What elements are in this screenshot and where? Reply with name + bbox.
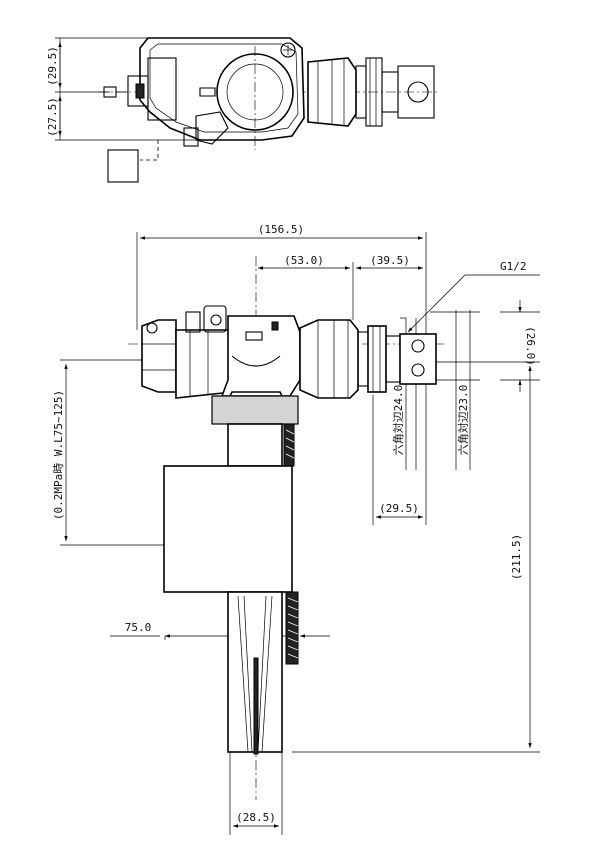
top-housing-inner (149, 43, 299, 133)
center-block (220, 315, 301, 397)
center-to-nut-dim: (53.0) (284, 254, 324, 267)
top-screw (280, 42, 296, 58)
total-height-dim: (211.5) (510, 534, 523, 580)
top-hex-circle (407, 81, 429, 103)
top-inlet-stub (183, 127, 199, 147)
left-top-nozzle (203, 305, 227, 333)
hex-23-dim: 六角対辺23.0 (456, 385, 470, 456)
thread-label: G1/2 (500, 260, 527, 273)
top-small-box (107, 149, 139, 183)
guide-rod (253, 657, 259, 755)
top-lower-dim: (27.5) (46, 97, 59, 137)
stem-collar (211, 395, 299, 425)
adjust-spring (283, 423, 299, 665)
hex-24-dim: 六角対辺24.0 (391, 385, 405, 456)
thread-height-dim: (26.0) (524, 326, 537, 366)
left-body (175, 329, 233, 399)
pressure-note: (0.2MPa時 W.L75~125) (52, 390, 65, 520)
nut-to-end-dim: (39.5) (370, 254, 410, 267)
top-inlet-fitting (195, 111, 229, 145)
flange (367, 325, 387, 393)
tube-dia-dim: (28.5) (236, 811, 276, 824)
top-left-stub (135, 83, 145, 99)
center-slot (245, 331, 263, 341)
front-view: (156.5) (53.0) (39.5) G1/2 (26.0) 六角対辺24… (52, 223, 540, 835)
overall-width-dim: (156.5) (258, 223, 304, 236)
nut-length-dim: (29.5) (379, 502, 419, 515)
top-arm (199, 87, 216, 97)
float (163, 465, 293, 593)
top-mid-block (147, 57, 177, 121)
thread (385, 335, 401, 383)
thread-leader (407, 274, 466, 333)
top-view: (29.5) (27.5) (46, 37, 440, 183)
float-offset-dim: 75.0 (125, 621, 152, 634)
nut-body (299, 319, 359, 399)
left-cap (141, 319, 177, 393)
top-hex (397, 65, 435, 119)
top-hidden-link (140, 140, 159, 161)
washer (357, 331, 369, 387)
top-upper-dim: (29.5) (46, 46, 59, 86)
left-top-fitting (185, 311, 201, 333)
upper-tube (227, 423, 283, 467)
